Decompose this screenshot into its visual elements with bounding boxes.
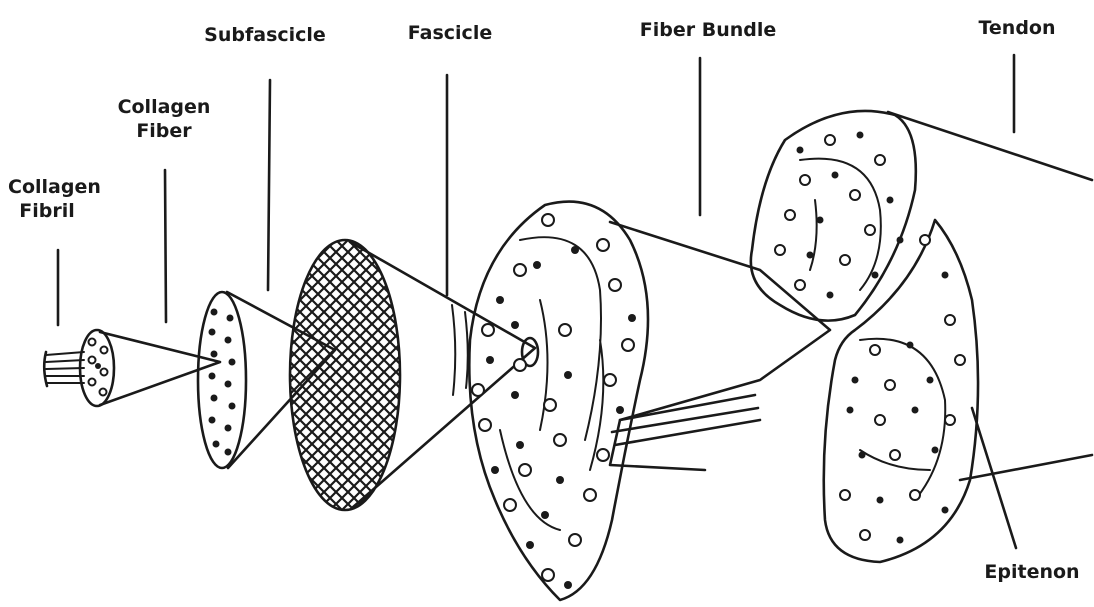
- label-collagen-fibril: Collagen Fibril: [8, 175, 86, 223]
- label-subfascicle: Subfascicle: [190, 23, 340, 47]
- label-tendon: Tendon: [962, 16, 1072, 40]
- fascicle-shape: [469, 202, 830, 600]
- collagen-fibril-shape: [44, 330, 220, 406]
- label-fiber-bundle: Fiber Bundle: [628, 18, 788, 42]
- label-collagen-fiber: Collagen Fiber: [114, 95, 214, 143]
- label-epitenon: Epitenon: [972, 560, 1092, 584]
- leader-epitenon: [972, 408, 1016, 548]
- tendon-shape: [751, 111, 1092, 562]
- label-fascicle: Fascicle: [395, 21, 505, 45]
- leader-collagen-fiber: [165, 170, 166, 322]
- subfascicle-shape: [290, 240, 538, 510]
- leader-subfascicle: [268, 80, 270, 290]
